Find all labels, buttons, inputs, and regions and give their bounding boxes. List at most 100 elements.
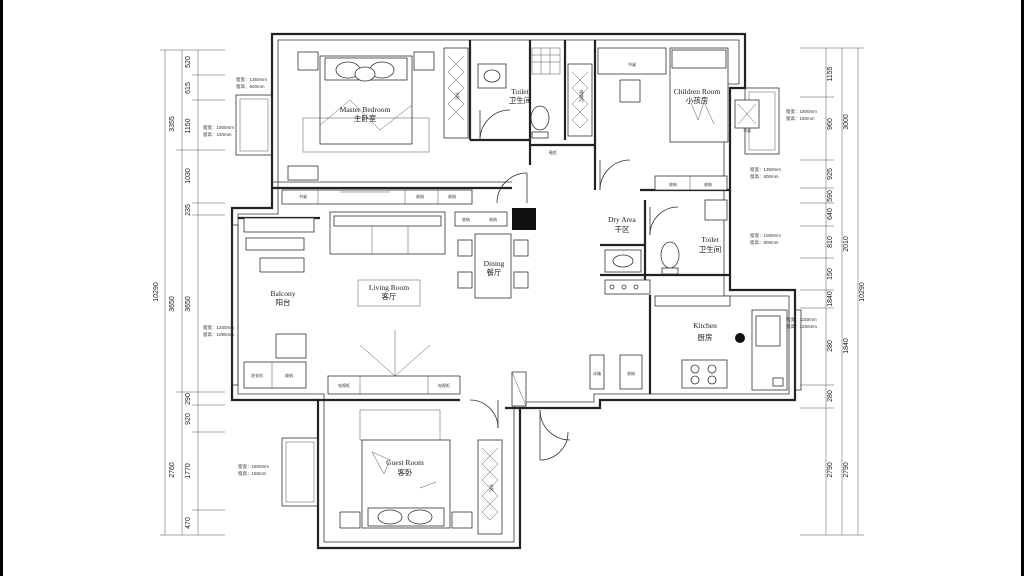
master-wardrobe xyxy=(443,47,469,139)
kitchen-storage-tag: 收纳 xyxy=(627,370,635,376)
dim-right-10: 280 xyxy=(827,390,834,402)
dim-left-total: 10290 xyxy=(153,282,160,302)
tv-cabinet-tag-left: 电视柜 xyxy=(338,382,350,388)
master-cabinets xyxy=(281,165,473,205)
dim-left-6: 3650 xyxy=(185,296,192,312)
children-room-label-cn: 小孩房 xyxy=(686,95,709,105)
dining-cabinet-tag: 收纳 xyxy=(462,216,470,222)
window-note-5a: 窗宽：1000mm xyxy=(750,232,781,239)
dim-right-11: 2790 xyxy=(827,462,834,478)
window-note-4b: 窗高：600mm xyxy=(750,173,779,180)
dimension-texts-left: 520 615 1150 1030 235 3650 290 920 1770 … xyxy=(153,56,192,529)
living-tv-unit xyxy=(327,330,461,395)
dim-left-group-2: 3650 xyxy=(169,296,176,312)
toilet-top-fixtures xyxy=(477,47,561,139)
dining-label-en: Dining xyxy=(484,259,505,268)
window-note-1b: 窗高：600mm xyxy=(236,83,265,90)
dim-right-4: 590 xyxy=(827,190,834,202)
dining-set xyxy=(454,211,529,299)
kitchen-label-en: Kitchen xyxy=(693,321,717,330)
closet-tag-toilet: 储物柜 xyxy=(579,90,585,102)
wardrobe-tag-master: 衣柜 xyxy=(455,92,461,100)
dim-left-1: 520 xyxy=(185,56,192,68)
children-bed xyxy=(597,47,729,191)
wardrobe-tag-guest: 衣柜 xyxy=(489,484,495,492)
dim-left-group-1: 3355 xyxy=(169,116,176,132)
toilet-top-cabinet xyxy=(567,63,593,137)
dim-left-5: 235 xyxy=(185,204,192,216)
hall-cabinet xyxy=(511,371,527,407)
dim-left-3: 1150 xyxy=(185,118,192,133)
balcony-label-cn: 阳台 xyxy=(276,297,291,307)
desk-tag-master: 书桌 xyxy=(299,193,307,199)
children-room-label-en: Children Room xyxy=(674,87,721,96)
dim-right-2: 3000 xyxy=(843,114,850,130)
dim-right-group-2: 2010 xyxy=(843,236,850,252)
dim-right-8: 1840 xyxy=(827,291,834,307)
cabinet-tag-master-2: 收纳 xyxy=(448,193,456,199)
dim-left-9: 1770 xyxy=(185,463,192,479)
master-bedroom-label-cn: 主卧室 xyxy=(354,113,377,123)
fridge-tag: 冰箱 xyxy=(593,370,601,376)
room-labels: Master Bedroom 主卧室 Toilet 卫生间 Children R… xyxy=(271,87,722,477)
dim-right-group-4: 2790 xyxy=(843,462,850,478)
toilet-right-label-en: Toilet xyxy=(701,235,719,244)
window-note-4a: 窗宽：1350mm xyxy=(750,166,781,173)
drawing-sheet xyxy=(3,0,1021,576)
tv-cabinet-tag-right: 电视柜 xyxy=(438,382,450,388)
living-room-label-en: Living Room xyxy=(369,283,409,292)
toilet-top-label-cn: 卫生间 xyxy=(509,95,532,105)
shoe-cabinet-tag: 鞋柜 xyxy=(549,149,557,155)
dining-label-cn: 餐厅 xyxy=(487,268,502,277)
window-note-7b: 窗高：1250mm xyxy=(786,323,817,330)
dim-right-9: 280 xyxy=(827,340,834,352)
guest-room-label-cn: 客卧 xyxy=(398,467,413,477)
dim-left-2: 615 xyxy=(185,82,192,94)
toilet-right-label-cn: 卫生间 xyxy=(699,244,722,254)
window-notes: 窗宽：1350mm 窗高：600mm 窗宽：1800mm 窗高：150mm 窗宽… xyxy=(203,76,817,477)
children-bay-desk xyxy=(734,99,760,129)
dry-area-label-en: Dry Area xyxy=(608,215,636,224)
window-note-2a: 窗宽：1800mm xyxy=(203,124,234,131)
balcony-label-en: Balcony xyxy=(271,289,296,298)
dining-cabinet-tag-2: 收纳 xyxy=(489,216,497,222)
dim-right-group-3: 1840 xyxy=(843,338,850,354)
dry-area-fixtures xyxy=(604,199,728,295)
bay-desk-tag: 书桌 xyxy=(743,127,751,133)
living-room-label-cn: 客厅 xyxy=(382,291,397,301)
interior-walls xyxy=(238,40,730,410)
dry-area-label-cn: 干区 xyxy=(615,225,630,234)
window-note-6a: 窗宽：1250mm xyxy=(203,324,234,331)
window-note-5b: 窗高：800mm xyxy=(750,239,779,246)
dim-left-10: 470 xyxy=(185,517,192,529)
window-bays xyxy=(231,87,802,507)
master-bedroom-label-en: Master Bedroom xyxy=(340,105,391,114)
left-dimension-lines xyxy=(160,49,225,536)
window-note-2b: 窗高：150mm xyxy=(203,131,232,138)
master-bed xyxy=(297,51,435,153)
dim-left-group-3: 2760 xyxy=(169,462,176,478)
guest-bed xyxy=(339,409,473,529)
fixture-tags: 衣柜 储物柜 书桌 收纳 收纳 鞋柜 收纳 收纳 电视柜 电视柜 洗衣机 收纳 … xyxy=(251,61,751,492)
storage-tag-balcony: 收纳 xyxy=(285,372,293,378)
children-cabinet-tag-2: 收纳 xyxy=(704,181,712,187)
window-note-6b: 窗高：1090mm xyxy=(203,331,234,338)
right-dimension-lines xyxy=(800,47,864,536)
guest-room-label-en: Guest Room xyxy=(386,458,424,467)
window-note-1a: 窗宽：1350mm xyxy=(236,76,267,83)
kitchen-label-cn: 厨房 xyxy=(698,332,713,342)
living-sofa xyxy=(329,211,446,255)
toilet-top-label-en: Toilet xyxy=(511,87,529,96)
balcony-fixtures xyxy=(243,217,315,389)
dim-left-4: 1030 xyxy=(185,168,192,184)
dim-right-5: 640 xyxy=(827,208,834,220)
window-note-3a: 窗宽：1800mm xyxy=(786,108,817,115)
dim-right-total: 10290 xyxy=(859,282,866,302)
window-note-8b: 窗高：150mm xyxy=(238,470,267,477)
children-desk-tag: 书桌 xyxy=(628,61,636,67)
door-swings xyxy=(469,109,679,461)
dim-right-7: 150 xyxy=(827,268,834,280)
cabinet-tag-master: 收纳 xyxy=(416,193,424,199)
